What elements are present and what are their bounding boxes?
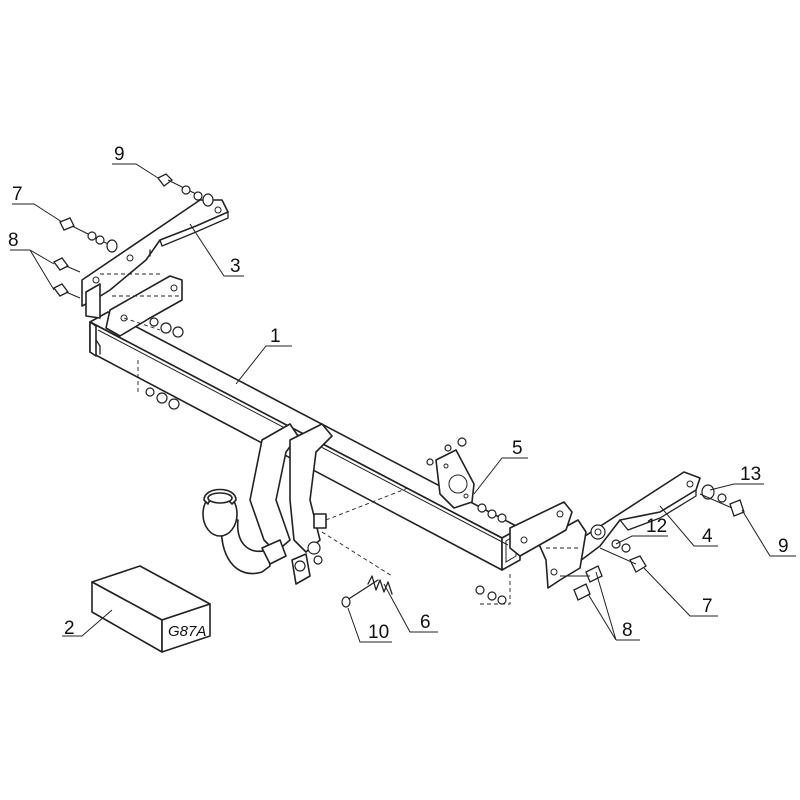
label-part-7-right: 7 <box>702 596 713 617</box>
label-part-7-left: 7 <box>12 184 23 205</box>
box-label: G87A <box>168 623 206 640</box>
label-part-9-left: 9 <box>114 144 125 165</box>
label-part-1: 1 <box>270 326 281 347</box>
label-part-4: 4 <box>702 526 713 547</box>
label-part-13: 13 <box>740 464 761 485</box>
label-part-10: 10 <box>368 622 389 643</box>
left-bracket-fasteners <box>53 173 214 410</box>
label-part-8-right: 8 <box>622 620 633 641</box>
label-part-12: 12 <box>646 516 667 537</box>
label-part-8-left: 8 <box>8 230 19 251</box>
label-part-3: 3 <box>230 256 241 277</box>
label-part-5: 5 <box>512 438 523 459</box>
part-number-labels: 1 2 3 4 5 6 7 7 8 8 9 9 10 12 13 <box>8 144 789 643</box>
label-part-2: 2 <box>64 618 75 639</box>
socket-plate-part-5 <box>426 437 507 523</box>
packaging-box-part-2: G87A <box>91 565 211 653</box>
label-part-9-right: 9 <box>778 536 789 557</box>
tow-ball-neck <box>202 423 409 585</box>
spring-and-pin <box>341 575 393 608</box>
callout-leaders <box>10 163 796 643</box>
right-bracket-part-4 <box>475 471 745 605</box>
label-part-6: 6 <box>420 612 431 633</box>
